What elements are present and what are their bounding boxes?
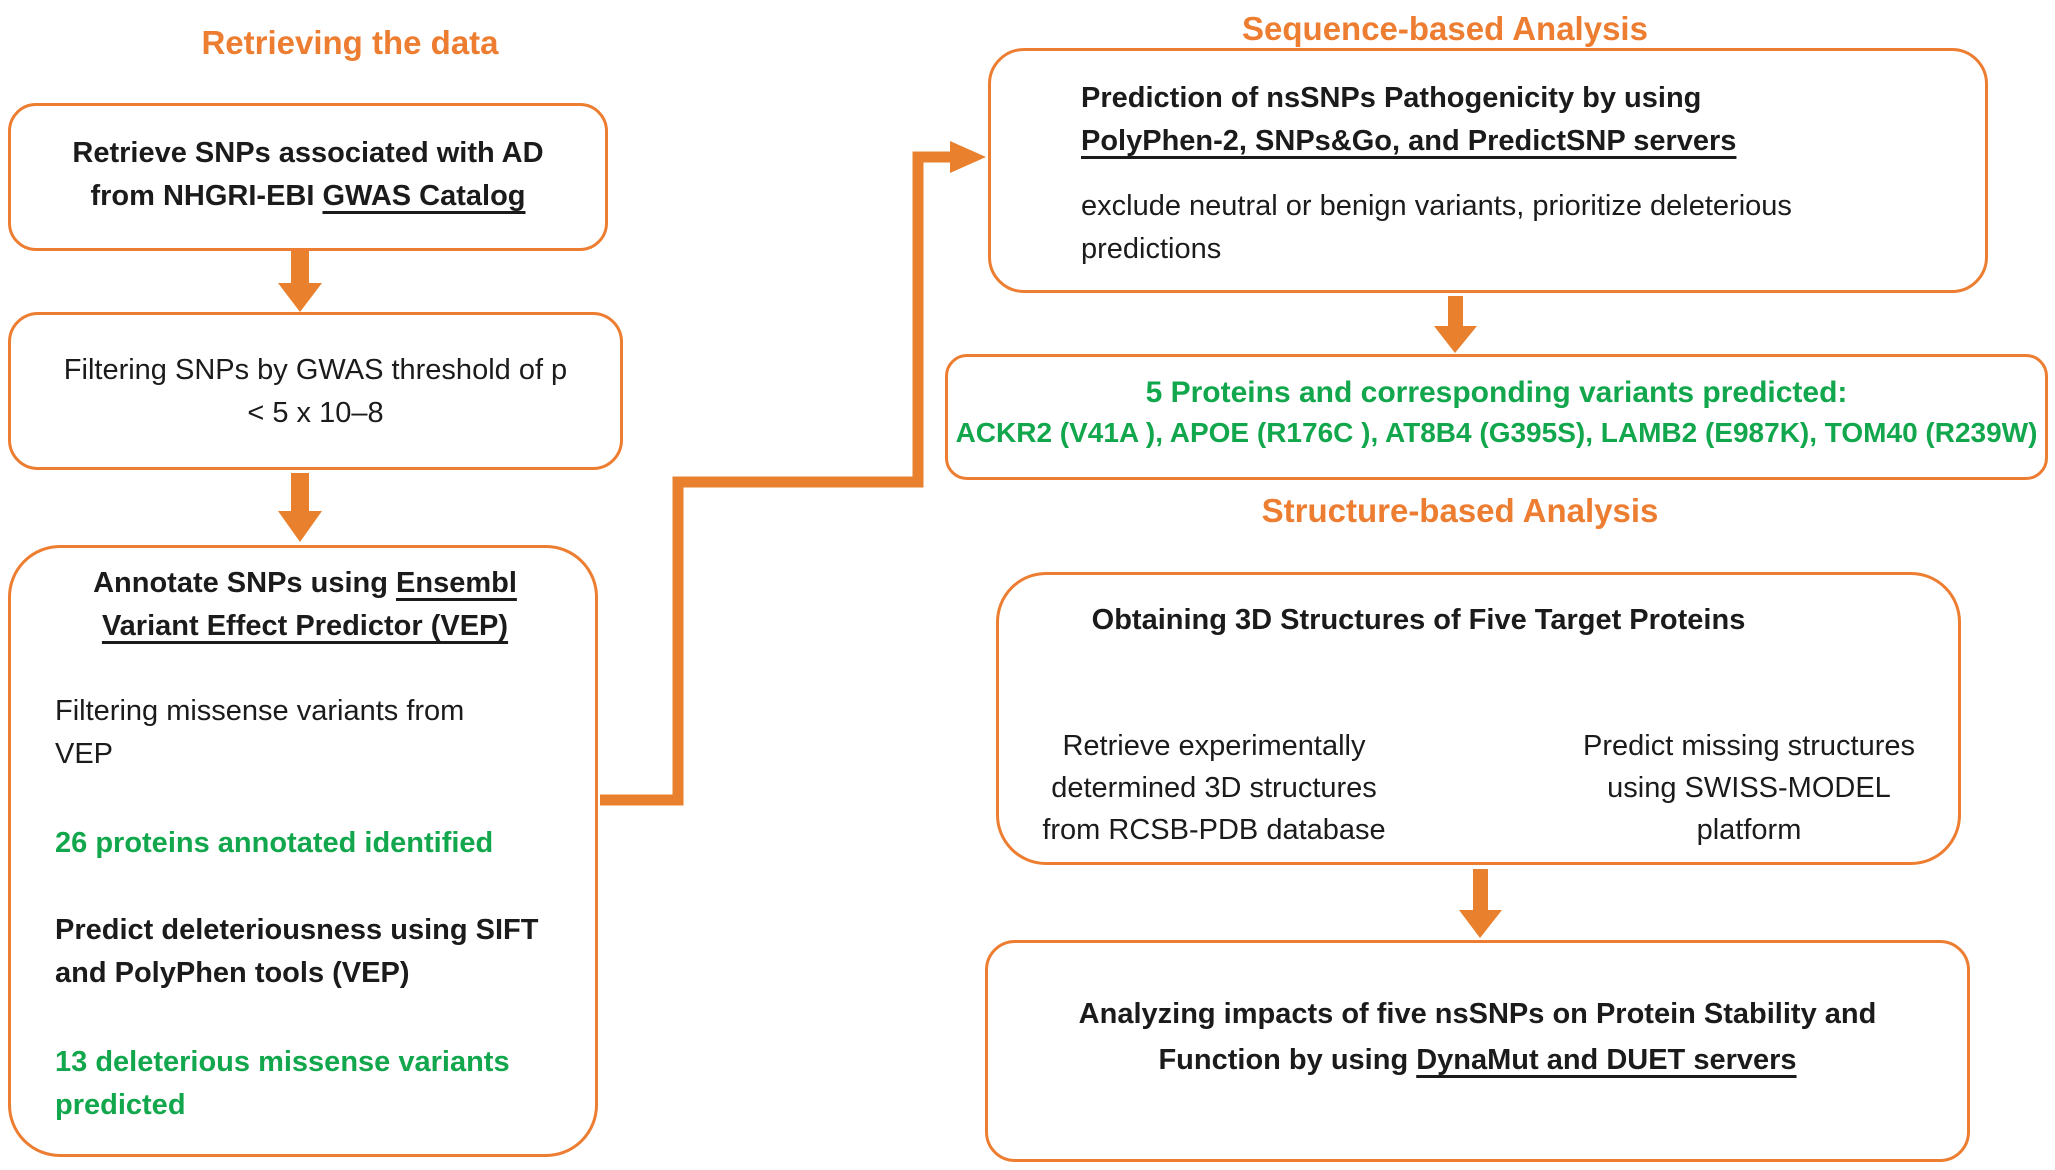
predicted-variants-box: 5 Proteins and corresponding variants pr… bbox=[945, 354, 2048, 480]
filter-missense-step: Filtering missense variants from VEP bbox=[55, 695, 465, 770]
down-arrow-icon-2 bbox=[278, 473, 322, 542]
deleterious-variants-result: 13 deleterious missense variants predict… bbox=[55, 1046, 510, 1121]
elbow-connector bbox=[600, 141, 986, 806]
retrieving-data-title: Retrieving the data bbox=[201, 24, 499, 61]
filter-snps-line2: < 5 x 10–8 bbox=[247, 397, 384, 429]
predict-structures-step: Predict missing structures using SWISS-M… bbox=[1583, 730, 1915, 846]
down-arrow-icon-3 bbox=[1434, 296, 1477, 353]
filter-snps-box: Filtering SNPs by GWAS threshold of p < … bbox=[8, 312, 623, 470]
filter-snps-line1: Filtering SNPs by GWAS threshold of p bbox=[63, 354, 568, 386]
analyzing-impacts-line1: Analyzing impacts of five nsSNPs on Prot… bbox=[1078, 998, 1877, 1030]
retrieve-snps-box: Retrieve SNPs associated with AD from NH… bbox=[8, 103, 608, 251]
annotate-snps-box: Annotate SNPs using Ensembl Variant Effe… bbox=[8, 545, 598, 1157]
retrieve-snps-line1: Retrieve SNPs associated with AD bbox=[72, 137, 544, 169]
prediction-body: exclude neutral or benign variants, prio… bbox=[1081, 190, 1792, 265]
obtaining-structures-heading: Obtaining 3D Structures of Five Target P… bbox=[1091, 604, 1746, 636]
obtaining-structures-box: Obtaining 3D Structures of Five Target P… bbox=[996, 572, 1961, 865]
predict-deleteriousness-step: Predict deleteriousness using SIFT and P… bbox=[55, 914, 539, 989]
retrieve-structures-step: Retrieve experimentally determined 3D st… bbox=[1042, 730, 1386, 846]
sequence-analysis-title: Sequence-based Analysis bbox=[1242, 10, 1648, 47]
structure-analysis-title: Structure-based Analysis bbox=[1261, 492, 1659, 529]
predicted-variants-line2: ACKR2 (V41A ), APOE (R176C ), AT8B4 (G39… bbox=[955, 417, 2038, 448]
prediction-heading-line2: PolyPhen-2, SNPs&Go, and PredictSNP serv… bbox=[1081, 125, 1737, 157]
down-arrow-icon-5 bbox=[1459, 869, 1502, 938]
prediction-heading-line1: Prediction of nsSNPs Pathogenicity by us… bbox=[1081, 82, 1702, 114]
annotate-header-line2: Variant Effect Predictor (VEP) bbox=[101, 610, 509, 642]
prediction-pathogenicity-box: Prediction of nsSNPs Pathogenicity by us… bbox=[988, 48, 1988, 293]
proteins-annotated-result: 26 proteins annotated identified bbox=[55, 827, 494, 859]
analyzing-impacts-line2: Function by using DynaMut and DUET serve… bbox=[1158, 1044, 1797, 1076]
annotate-header-line1: Annotate SNPs using Ensembl bbox=[93, 567, 517, 599]
predicted-variants-line1: 5 Proteins and corresponding variants pr… bbox=[1145, 376, 1848, 409]
analyzing-impacts-box: Analyzing impacts of five nsSNPs on Prot… bbox=[985, 940, 1970, 1162]
down-arrow-icon-1 bbox=[278, 251, 322, 312]
retrieve-snps-line2: from NHGRI-EBI GWAS Catalog bbox=[90, 180, 526, 212]
